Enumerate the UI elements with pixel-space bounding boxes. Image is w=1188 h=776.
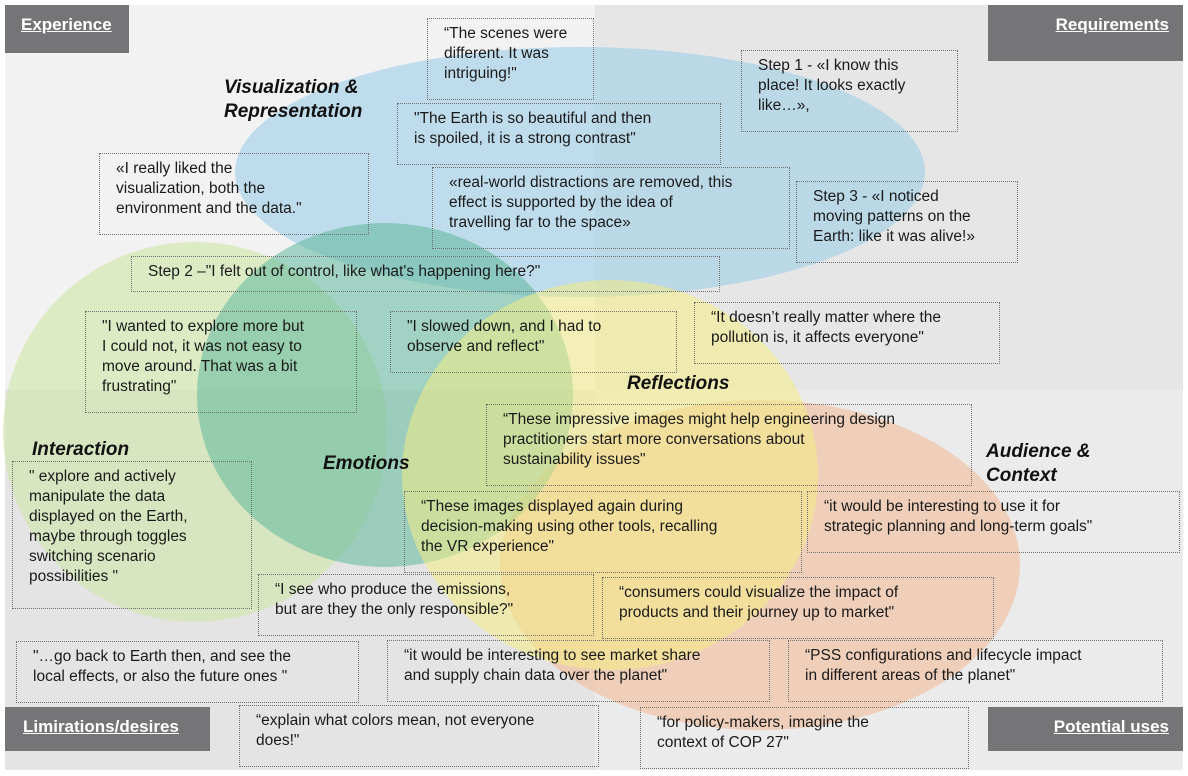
quote-emissions: “I see who produce the emissions, but ar… xyxy=(258,574,594,636)
quote-pollution: “It doesn’t really matter where the poll… xyxy=(694,302,1000,364)
quote-manipulate: " explore and actively manipulate the da… xyxy=(12,461,252,609)
quote-strategic: “it would be interesting to use it for s… xyxy=(807,491,1180,553)
corner-requirements: Requirements xyxy=(988,5,1183,61)
quote-step2: Step 2 –"I felt out of control, like wha… xyxy=(131,256,720,292)
quote-pss: “PSS configurations and lifecycle impact… xyxy=(788,640,1163,702)
label-audience: Audience & Context xyxy=(986,441,1091,486)
quote-earth: "The Earth is so beautiful and then is s… xyxy=(397,103,721,165)
quote-distractions: «real-world distractions are removed, th… xyxy=(432,167,790,249)
corner-potential-uses: Potential uses xyxy=(988,707,1183,751)
quote-market: “it would be interesting to see market s… xyxy=(387,640,770,702)
quote-colors: “explain what colors mean, not everyone … xyxy=(239,705,599,767)
corner-experience: Experience xyxy=(5,5,129,53)
quote-impressive: “These impressive images might help engi… xyxy=(486,404,972,486)
label-interaction: Interaction xyxy=(32,439,130,460)
label-reflections: Reflections xyxy=(627,373,730,394)
quote-policy: “for policy-makers, imagine the context … xyxy=(640,707,969,769)
quote-scenes: “The scenes were different. It was intri… xyxy=(427,18,594,100)
quote-consumers: “consumers could visualize the impact of… xyxy=(602,577,994,639)
label-emotions: Emotions xyxy=(323,453,410,474)
corner-limitations: Limirations/desires xyxy=(5,707,210,751)
label-visualization: Visualization & Representation xyxy=(224,77,363,122)
quote-step3: Step 3 - «I noticed moving patterns on t… xyxy=(796,181,1018,263)
quote-liked: «I really liked the visualization, both … xyxy=(99,153,369,235)
quote-step1: Step 1 - «I know this place! It looks ex… xyxy=(741,50,958,132)
quote-backtoearth: "…go back to Earth then, and see the loc… xyxy=(16,641,359,703)
quote-explore: "I wanted to explore more but I could no… xyxy=(85,311,357,413)
quote-slowed: "I slowed down, and I had to observe and… xyxy=(390,311,677,373)
quote-displayed: “These images displayed again during dec… xyxy=(404,491,802,573)
